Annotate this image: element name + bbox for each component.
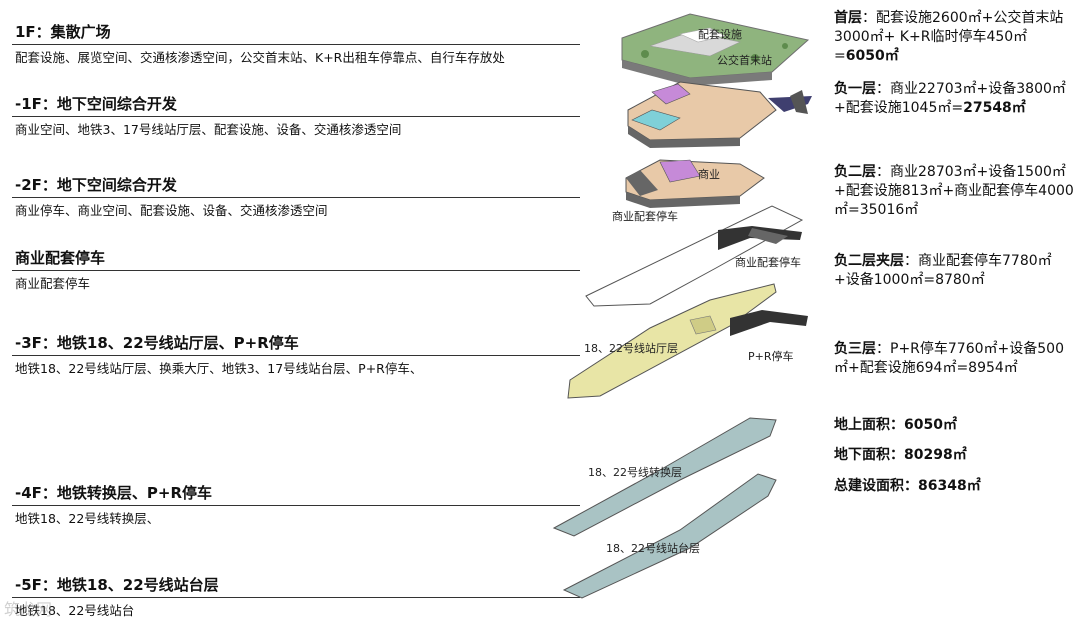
label-platform-level: 18、22号线站台层 <box>606 541 700 555</box>
label-commercial: 商业 <box>698 167 720 181</box>
divider <box>12 116 580 117</box>
floor-title: -4F：地铁转换层、P+R停车 <box>15 484 213 502</box>
total-above-ground: 地上面积：6050㎡ <box>834 417 957 433</box>
divider <box>12 270 580 271</box>
floor-desc: 商业空间、地铁3、17号线站厅层、配套设施、设备、交通核渗透空间 <box>15 122 402 137</box>
floor-desc: 地铁18、22号线站台 <box>15 603 135 618</box>
label-commercial-parking-mezz: 商业配套停车 <box>735 255 801 269</box>
layer-1f: 配套设施 公交首末站 <box>621 13 810 86</box>
layer-b2-mezzanine: 商业配套停车 <box>585 205 804 307</box>
floor-b2: -2F：地下空间综合开发 商业停车、商业空间、配套设施、设备、交通核渗透空间 <box>12 175 580 220</box>
floor-b2m: 商业配套停车 商业配套停车 <box>12 248 580 293</box>
layer-b1 <box>627 81 812 148</box>
divider <box>12 355 580 356</box>
stat-body: ：商业22703㎡+设备3800㎡+配套设施1045㎡= <box>834 81 1066 116</box>
floor-1f: 1F：集散广场 配套设施、展览空间、交通核渗透空间，公交首末站、K+R出租车停靠… <box>12 22 580 67</box>
stat-b1: 负一层：商业22703㎡+设备3800㎡+配套设施1045㎡=27548㎡ <box>834 80 1074 118</box>
divider <box>12 597 580 598</box>
stat-total: 27548㎡ <box>963 100 1026 116</box>
stat-head: 负二层夹层 <box>834 253 904 269</box>
layer-b4: 18、22号线转换层 <box>552 417 777 537</box>
total-construction-area: 总建设面积：86348㎡ <box>834 478 981 494</box>
stat-1f: 首层：配套设施2600㎡+公交首末站3000㎡+ K+R临时停车450㎡=605… <box>834 9 1074 66</box>
stat-body: ：商业配套停车7780㎡+设备1000㎡=8780㎡ <box>834 253 1052 288</box>
divider <box>12 197 580 198</box>
floor-b4: -4F：地铁转换层、P+R停车 地铁18、22号线转换层、 <box>12 483 580 528</box>
floor-b5: -5F：地铁18、22号线站台层 地铁18、22号线站台 <box>12 575 580 620</box>
floor-title: -1F：地下空间综合开发 <box>15 95 177 113</box>
label-station-hall: 18、22号线站厅层 <box>584 341 678 355</box>
stat-b2: 负二层：商业28703㎡+设备1500㎡+配套设施813㎡+商业配套停车4000… <box>834 163 1074 220</box>
floor-title: -2F：地下空间综合开发 <box>15 176 177 194</box>
divider <box>12 505 580 506</box>
floor-title: 商业配套停车 <box>15 249 106 267</box>
floor-b1: -1F：地下空间综合开发 商业空间、地铁3、17号线站厅层、配套设施、设备、交通… <box>12 94 580 139</box>
layer-b3: 18、22号线站厅层 P+R停车 <box>567 283 808 399</box>
layer-b5: 18、22号线站台层 <box>562 473 777 599</box>
label-pr-parking: P+R停车 <box>748 349 794 363</box>
label-commercial-parking: 商业配套停车 <box>612 209 678 223</box>
stat-head: 负一层 <box>834 81 876 97</box>
floor-b3: -3F：地铁18、22号线站厅层、P+R停车 地铁18、22号线站厅层、换乘大厅… <box>12 333 580 378</box>
floor-desc: 商业停车、商业空间、配套设施、设备、交通核渗透空间 <box>15 203 328 218</box>
stat-body: ：配套设施2600㎡+公交首末站3000㎡+ K+R临时停车450㎡= <box>834 10 1064 64</box>
stat-b3: 负三层：P+R停车7760㎡+设备500㎡+配套设施694㎡=8954㎡ <box>834 340 1074 378</box>
stat-body: ：P+R停车7760㎡+设备500㎡+配套设施694㎡=8954㎡ <box>834 341 1064 376</box>
label-bus-terminal: 公交首末站 <box>717 53 772 67</box>
stat-head: 首层 <box>834 10 862 26</box>
layer-b2: 商业 商业配套停车 <box>612 159 765 223</box>
stat-head: 负三层 <box>834 341 876 357</box>
floor-desc: 商业配套停车 <box>15 276 91 291</box>
stat-total: 6050㎡ <box>845 48 899 64</box>
stat-b2-mezz: 负二层夹层：商业配套停车7780㎡+设备1000㎡=8780㎡ <box>834 252 1074 290</box>
stat-body: ：商业28703㎡+设备1500㎡+配套设施813㎡+商业配套停车4000㎡=3… <box>834 164 1074 218</box>
label-support-facilities: 配套设施 <box>698 28 742 41</box>
floor-title: -3F：地铁18、22号线站厅层、P+R停车 <box>15 334 299 352</box>
label-transfer-level: 18、22号线转换层 <box>588 465 682 479</box>
floor-desc: 配套设施、展览空间、交通核渗透空间，公交首末站、K+R出租车停靠点、自行车存放处 <box>15 50 505 65</box>
divider <box>12 44 580 45</box>
stat-head: 负二层 <box>834 164 876 180</box>
floor-desc: 地铁18、22号线站厅层、换乘大厅、地铁3、17号线站台层、P+R停车、 <box>15 361 423 376</box>
exploded-floor-diagram: 配套设施 公交首末站 商业 商业配套停车 商业配套停车 18、22号线站厅层 P… <box>552 13 812 599</box>
floor-desc: 地铁18、22号线转换层、 <box>15 511 160 526</box>
watermark: 筑龙网 <box>4 600 53 619</box>
total-underground: 地下面积：80298㎡ <box>834 447 967 463</box>
floor-title: 1F：集散广场 <box>15 23 111 41</box>
floor-title: -5F：地铁18、22号线站台层 <box>15 576 219 594</box>
